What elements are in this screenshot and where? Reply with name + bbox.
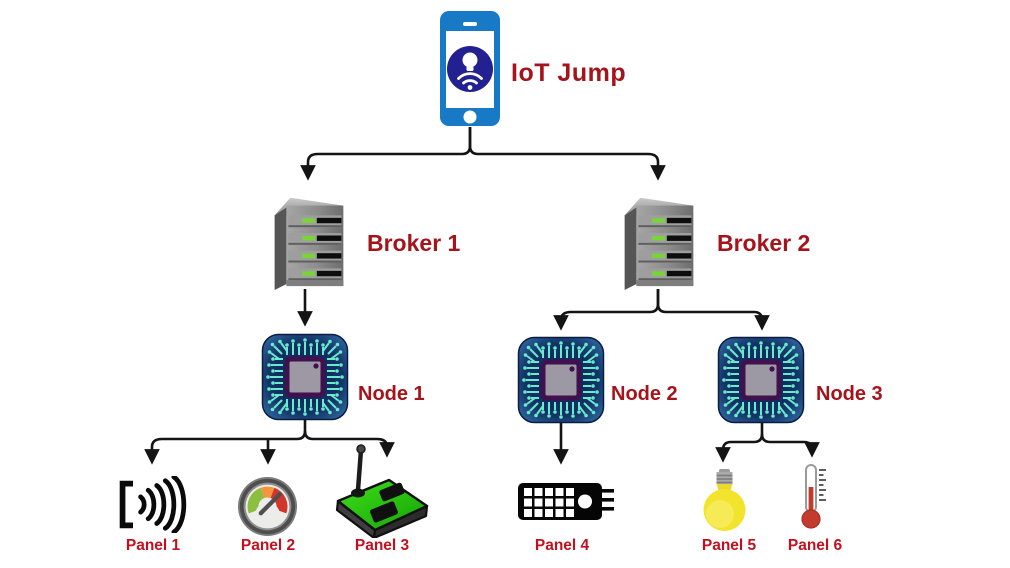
panel-1-label: Panel 1: [125, 537, 181, 554]
broker-1-server-icon: [274, 197, 344, 290]
light-bulb-icon: [703, 469, 746, 531]
sound-waves-icon: [119, 476, 187, 533]
rf-transmitter-icon: [335, 444, 429, 538]
iot-jump-label: IoT Jump: [511, 59, 627, 87]
gauge-icon: [237, 476, 298, 537]
panel-4-label: Panel 4: [534, 537, 590, 554]
node-3-microchip-icon: [717, 336, 805, 424]
node-3-label: Node 3: [816, 383, 883, 405]
smartphone-icon: [440, 11, 500, 126]
edge-node3-panel5: [715, 423, 764, 463]
phone-home-button: [463, 110, 477, 124]
panel-6-label: Panel 6: [787, 537, 843, 554]
edge-broker2-node2: [553, 289, 660, 331]
thermometer-icon: [801, 464, 826, 529]
node-2-label: Node 2: [611, 383, 678, 405]
panel-5-label: Panel 5: [701, 537, 757, 554]
keypad-module-icon: [518, 483, 614, 520]
node-1-microchip-icon: [261, 333, 349, 421]
edge-node1-panel1: [144, 420, 307, 465]
edge-iotjump-broker2: [468, 127, 666, 181]
node-2-microchip-icon: [517, 336, 605, 424]
broker-2-server-icon: [624, 197, 694, 290]
gauge-needle: [258, 491, 283, 516]
panel-2-label: Panel 2: [240, 537, 296, 554]
node-1-label: Node 1: [358, 383, 425, 405]
panel-3-label: Panel 3: [354, 537, 410, 554]
iot-badge-icon: [447, 46, 493, 92]
phone-speaker: [463, 22, 477, 26]
broker-1-label: Broker 1: [367, 230, 461, 256]
thermometer-ticks: [819, 469, 826, 501]
antenna: [355, 449, 364, 491]
keypad-grid: [524, 488, 574, 517]
edge-node3-panel6: [760, 433, 820, 458]
edge-iotjump-broker1: [300, 127, 472, 181]
broker-2-label: Broker 2: [717, 230, 811, 256]
edge-broker2-node3: [656, 289, 770, 331]
